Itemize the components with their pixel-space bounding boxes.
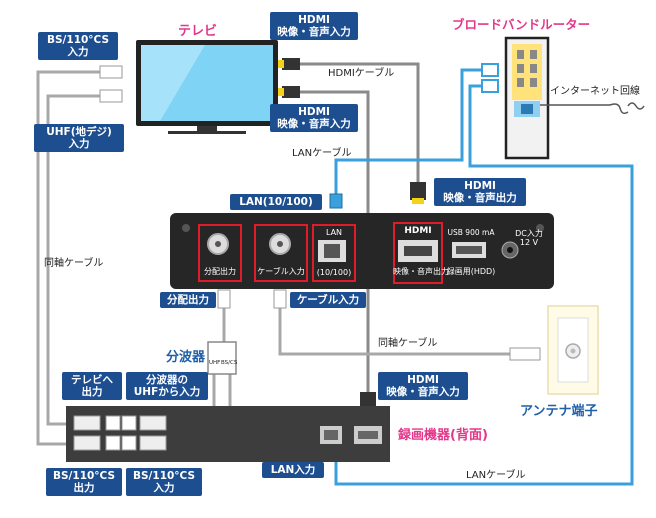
tag-line: BS/110°CS	[46, 34, 110, 46]
router-icon	[504, 36, 550, 160]
tag-line: HDMI	[298, 106, 330, 118]
lan-highlight	[312, 224, 356, 282]
tag-line: 分配出力	[167, 294, 209, 306]
tag-line: 入力	[153, 482, 175, 495]
tag-line: BS/110°CS	[132, 470, 196, 482]
tag-tv-hdmi-in-2: HDMI 映像・音声入力	[270, 104, 358, 133]
coax-cable-label-left: 同軸ケーブル	[44, 258, 104, 269]
hdmi-plug-icon-2	[410, 182, 426, 204]
splitter-mark-bs: BS/CS	[221, 360, 238, 366]
tag-line: 入力	[67, 46, 89, 59]
coax-cable-label-right: 同軸ケーブル	[378, 338, 438, 349]
tag-rec-hdmi-in: HDMI 映像・音声入力	[378, 372, 468, 401]
tag-from-uhf: 分波器の UHFから入力	[126, 372, 208, 401]
tag-tv-hdmi-in-1: HDMI 映像・音声入力	[270, 12, 358, 41]
tag-line: HDMI	[298, 14, 330, 26]
box-cable-in-label: ケーブル入力	[257, 267, 305, 276]
recorder-box	[66, 406, 390, 462]
tv-icon	[136, 40, 278, 134]
hdmi-plug-icon	[278, 58, 300, 98]
box-usb-label: USB 900 mA	[447, 228, 495, 237]
hdmi-out-highlight	[393, 222, 443, 284]
box-hdmi-logo: HDMI	[404, 226, 432, 236]
tag-uhf-in: UHF(地デジ) 入力	[34, 124, 124, 153]
splitter-mark-uhf: UHF	[209, 360, 221, 366]
tv-title: テレビ	[178, 24, 218, 39]
tag-line: BS/110°CS	[52, 470, 116, 482]
antenna-title: アンテナ端子	[520, 404, 598, 419]
tag-line: 出力	[73, 482, 95, 495]
tag-bs-out: BS/110°CS 出力	[46, 468, 122, 497]
tag-line: 入力	[68, 138, 90, 151]
tag-line: 映像・音声入力	[277, 26, 351, 39]
box-usb-rec-label: 録画用(HDD)	[446, 267, 496, 276]
box-split-out-label: 分配出力	[204, 267, 236, 276]
tag-cable-in: ケーブル入力	[290, 292, 366, 309]
antenna-outlet-icon	[547, 305, 599, 395]
tag-split-out: 分配出力	[160, 292, 216, 309]
coax-plug-icon	[99, 65, 541, 361]
tag-line: 映像・音声出力	[443, 192, 517, 205]
lan-cable-label-bottom: LANケーブル	[466, 470, 526, 481]
internet-line-icon	[627, 102, 645, 110]
split-out-highlight	[198, 224, 242, 282]
tag-line: 映像・音声入力	[386, 386, 460, 399]
tag-line: HDMI	[464, 180, 496, 192]
tag-line: LAN(10/100)	[239, 196, 313, 208]
tag-lan-in: LAN入力	[262, 462, 324, 479]
internet-line-label: インターネット回線	[550, 86, 640, 97]
box-lan-speed-label: (10/100)	[316, 268, 352, 277]
tuner-box	[170, 213, 554, 289]
tag-line: ケーブル入力	[296, 294, 360, 306]
tag-lan-port: LAN(10/100)	[230, 194, 322, 211]
tag-line: UHF(地デジ)	[46, 126, 112, 138]
tag-line: 出力	[81, 386, 103, 399]
box-lan-label: LAN	[325, 228, 343, 237]
tag-to-tv-out: テレビへ 出力	[62, 372, 122, 401]
router-title: ブロードバンドルーター	[452, 17, 591, 32]
lan-cable-label-top: LANケーブル	[292, 148, 352, 159]
tag-bs-in: BS/110°CS 入力	[38, 32, 118, 61]
box-dc-label: DC入力	[515, 229, 543, 238]
tag-line: UHFから入力	[133, 386, 201, 399]
box-hdmi-out-label: 映像・音声出力	[393, 267, 449, 276]
splitter-icon	[207, 341, 237, 375]
tag-hdmi-out: HDMI 映像・音声出力	[434, 178, 526, 207]
tag-line: 映像・音声入力	[277, 118, 351, 131]
tag-line: テレビへ	[71, 374, 113, 386]
cable-in-highlight	[254, 224, 308, 282]
splitter-title: 分波器	[166, 350, 206, 365]
box-dc-volt-label: 12 V	[519, 238, 539, 247]
tag-line: HDMI	[407, 374, 439, 386]
hdmi-cable-label: HDMIケーブル	[328, 68, 395, 79]
recorder-title: 録画機器(背面)	[398, 428, 488, 443]
tag-line: 分波器の	[146, 374, 188, 386]
tag-bs-in-2: BS/110°CS 入力	[126, 468, 202, 497]
tag-line: LAN入力	[270, 464, 316, 476]
